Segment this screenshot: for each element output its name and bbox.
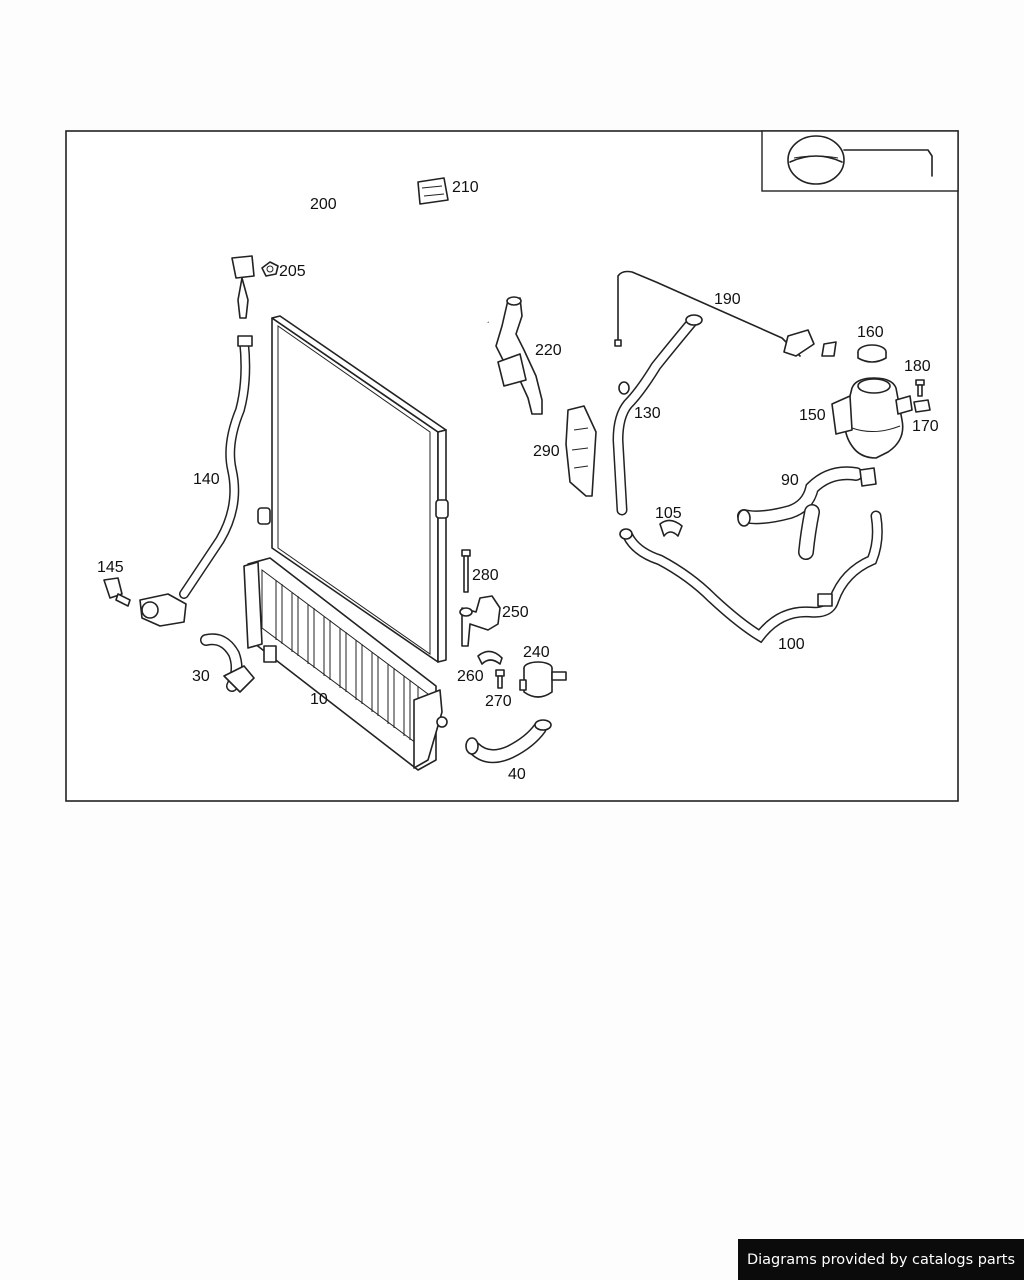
callout-260: 260 — [457, 668, 484, 685]
callout-180: 180 — [904, 358, 931, 375]
credit-banner: Diagrams provided by catalogs parts — [738, 1239, 1024, 1280]
part-90-hose — [737, 466, 877, 560]
part-radiator — [257, 315, 449, 663]
inset-box — [761, 130, 959, 192]
part-290-plate — [565, 405, 597, 497]
callout-150: 150 — [799, 407, 826, 424]
callout-220: 220 — [535, 342, 562, 359]
callout-210: 210 — [452, 179, 479, 196]
callout-105: 105 — [655, 505, 682, 522]
callout-90: 90 — [781, 472, 799, 489]
part-260-clamp — [477, 650, 503, 665]
diagram-frame — [65, 130, 959, 802]
callout-160: 160 — [857, 324, 884, 341]
callout-145: 145 — [97, 559, 124, 576]
part-190-vent-line — [614, 270, 837, 357]
callout-290: 290 — [533, 443, 560, 460]
part-210-clamp — [417, 177, 449, 205]
car-front-view-icon — [787, 135, 933, 185]
callout-40: 40 — [508, 766, 526, 783]
part-100-hose — [619, 510, 883, 644]
part-280-bolt — [461, 549, 471, 593]
part-130-hose — [612, 314, 703, 516]
part-105-clamp — [659, 519, 683, 537]
part-270-screw — [495, 669, 505, 689]
callout-140: 140 — [193, 471, 220, 488]
part-30-hose — [200, 633, 255, 693]
callout-30: 30 — [192, 668, 210, 685]
part-220-hose-elbow — [495, 296, 543, 415]
callout-240: 240 — [523, 644, 550, 661]
part-150-expansion-tank — [831, 377, 913, 459]
callout-190: 190 — [714, 291, 741, 308]
part-240-water-pump — [519, 661, 567, 698]
part-160-cap — [857, 344, 887, 363]
callout-205: 205 — [279, 263, 306, 280]
callout-270: 270 — [485, 693, 512, 710]
part-205-clip — [261, 261, 279, 277]
callout-labels: 10 30 40 90 100 105 130 140 145 150 160 … — [97, 179, 939, 783]
callout-130: 130 — [634, 405, 661, 422]
part-145-sensor — [103, 577, 131, 607]
part-180-screw — [915, 379, 925, 397]
part-140-hose — [139, 335, 253, 627]
callout-170: 170 — [912, 418, 939, 435]
part-200-upper-hose — [229, 170, 490, 324]
part-250-bracket — [459, 595, 501, 647]
part-10-condenser — [243, 557, 448, 771]
callout-250: 250 — [502, 604, 529, 621]
callout-280: 280 — [472, 567, 499, 584]
part-170-bracket — [913, 399, 931, 413]
callout-100: 100 — [778, 636, 805, 653]
callout-200: 200 — [310, 196, 337, 213]
callout-10: 10 — [310, 691, 328, 708]
part-40-hose — [465, 719, 552, 764]
